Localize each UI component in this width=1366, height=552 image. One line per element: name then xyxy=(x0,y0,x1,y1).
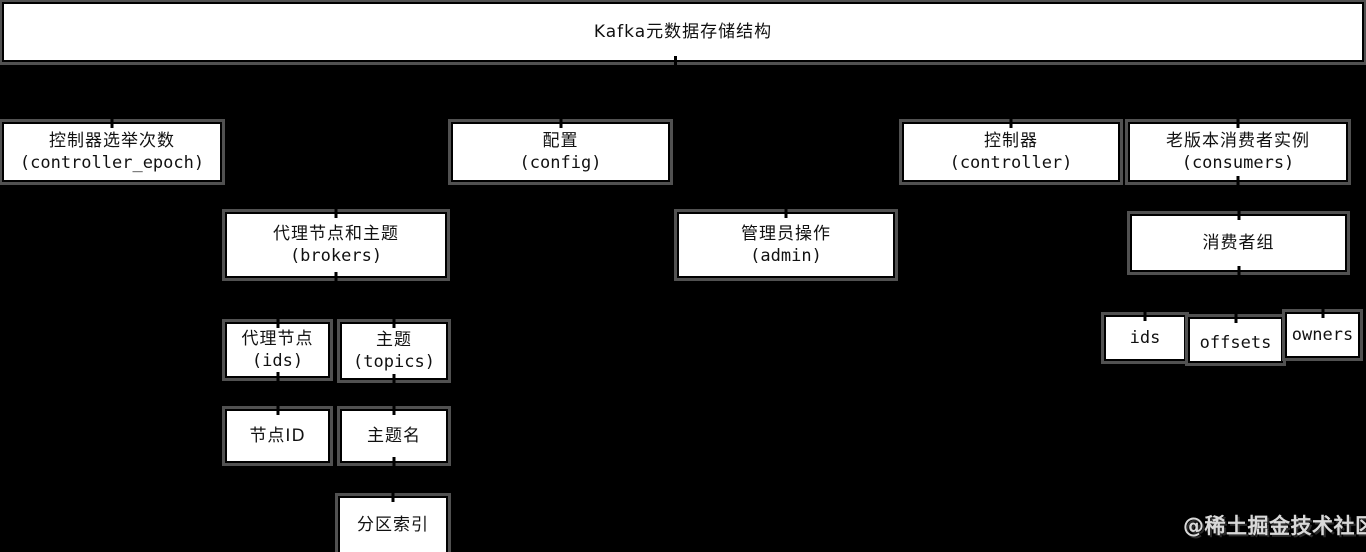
connector-tick xyxy=(276,318,279,328)
node-consumers: 老版本消费者实例 (consumers) xyxy=(1128,118,1348,186)
node-label-en: (config) xyxy=(519,153,602,173)
node-consumer-group: 消费者组 xyxy=(1130,210,1347,276)
connector-tick xyxy=(110,118,114,128)
connector-tick xyxy=(559,118,562,128)
connector-tick xyxy=(276,405,279,415)
node-consumer-group-ids: ids xyxy=(1104,311,1186,361)
node-label-en: (controller) xyxy=(949,153,1073,173)
node-config: 配置 (config) xyxy=(451,118,670,182)
node-broker-ids: 代理节点 (ids) xyxy=(225,318,330,382)
node-label-zh: 配置 xyxy=(542,131,579,151)
node-label-zh: 控制器 xyxy=(984,131,1038,151)
connector-tick xyxy=(276,372,279,382)
node-topic-name: 主题名 xyxy=(340,405,448,467)
connector-tick xyxy=(392,405,396,415)
node-label-zh: 主题 xyxy=(376,330,412,350)
connector-tick xyxy=(784,208,788,218)
node-label-en: (admin) xyxy=(750,246,822,266)
node-label-zh: 代理节点 xyxy=(241,329,314,349)
watermark-text: @稀土掘金技术社区 xyxy=(1183,514,1366,538)
connector-tick xyxy=(392,457,396,467)
node-admin: 管理员操作 (admin) xyxy=(677,208,895,278)
connector-tick xyxy=(1237,210,1240,220)
connector-tick xyxy=(1234,313,1237,323)
connector-tick xyxy=(1236,176,1240,186)
node-label-zh: 消费者组 xyxy=(1202,233,1275,253)
diagram-title: Kafka元数据存储结构 xyxy=(593,22,773,42)
node-consumer-group-owners: owners xyxy=(1285,308,1360,358)
connector-tick xyxy=(1321,308,1324,318)
connector-tick xyxy=(674,56,677,66)
node-label-en: (ids) xyxy=(251,351,304,371)
node-broker-node-id: 节点ID xyxy=(225,405,330,463)
node-label-zh: 控制器选举次数 xyxy=(49,131,175,151)
connector-tick xyxy=(392,318,396,328)
node-label-zh: 代理节点和主题 xyxy=(273,224,399,244)
connector-tick xyxy=(391,492,395,502)
connector-tick xyxy=(334,208,338,218)
connector-tick xyxy=(334,272,338,282)
node-label-en: (controller_epoch) xyxy=(19,153,205,173)
node-label-en: owners xyxy=(1291,325,1354,345)
node-partition-index: 分区索引 xyxy=(338,492,448,552)
node-controller-epoch: 控制器选举次数 (controller_epoch) xyxy=(2,118,222,182)
node-label-en: (brokers) xyxy=(289,246,383,266)
node-label-zh: 老版本消费者实例 xyxy=(1166,131,1310,151)
node-controller: 控制器 (controller) xyxy=(902,118,1120,182)
node-label-zh: 主题名 xyxy=(367,426,421,446)
connector-tick xyxy=(1009,118,1013,128)
node-root-title: Kafka元数据存储结构 xyxy=(2,2,1364,66)
node-label-zh: 管理员操作 xyxy=(741,224,831,244)
node-label-en: (consumers) xyxy=(1181,153,1295,173)
connector-tick xyxy=(1236,118,1240,128)
node-brokers: 代理节点和主题 (brokers) xyxy=(225,208,447,282)
connector-tick xyxy=(1237,266,1240,276)
node-consumer-group-offsets: offsets xyxy=(1188,313,1283,363)
connector-tick xyxy=(1143,311,1147,321)
connector-tick xyxy=(392,374,396,384)
node-topics: 主题 (topics) xyxy=(340,318,448,384)
node-label-en: (topics) xyxy=(353,352,435,372)
node-label-zh: 分区索引 xyxy=(357,515,429,535)
node-label-en: ids xyxy=(1129,328,1161,348)
node-label-en: offsets xyxy=(1199,333,1272,353)
node-label-zh: 节点ID xyxy=(249,426,306,446)
